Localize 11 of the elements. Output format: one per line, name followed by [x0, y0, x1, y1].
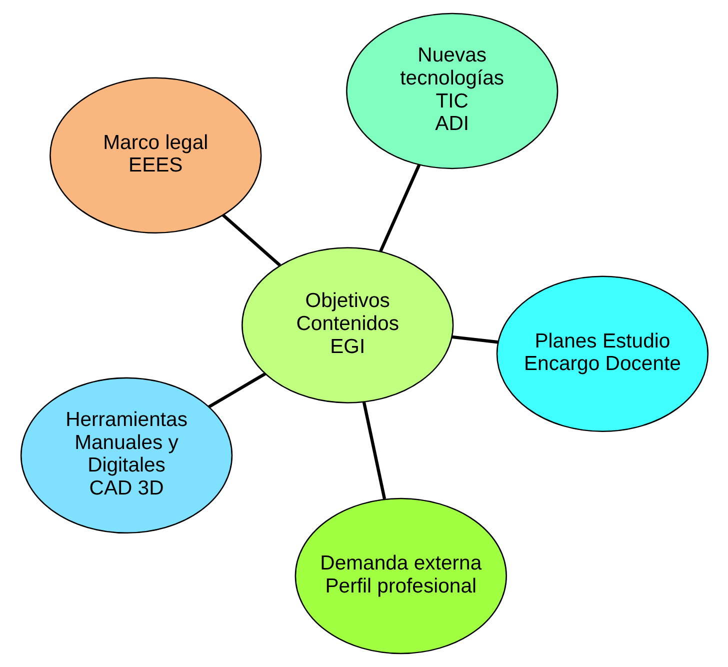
node-ellipse: Marco legal EEES — [49, 77, 262, 234]
connector — [378, 164, 420, 252]
node-ellipse: Demanda externa Perfil profesional — [294, 498, 506, 654]
node-ellipse: Planes Estudio Encargo Docente — [496, 276, 708, 432]
node-ellipse: Nuevas tecnologías TIC ADI — [346, 12, 558, 170]
connector — [362, 402, 386, 500]
connector — [221, 214, 280, 267]
connector — [208, 372, 266, 408]
connector — [451, 335, 498, 344]
node-ellipse: Objetivos Contenidos EGI — [241, 247, 454, 404]
node-ellipse: Herramientas Manuales y Digitales CAD 3D — [20, 377, 232, 534]
